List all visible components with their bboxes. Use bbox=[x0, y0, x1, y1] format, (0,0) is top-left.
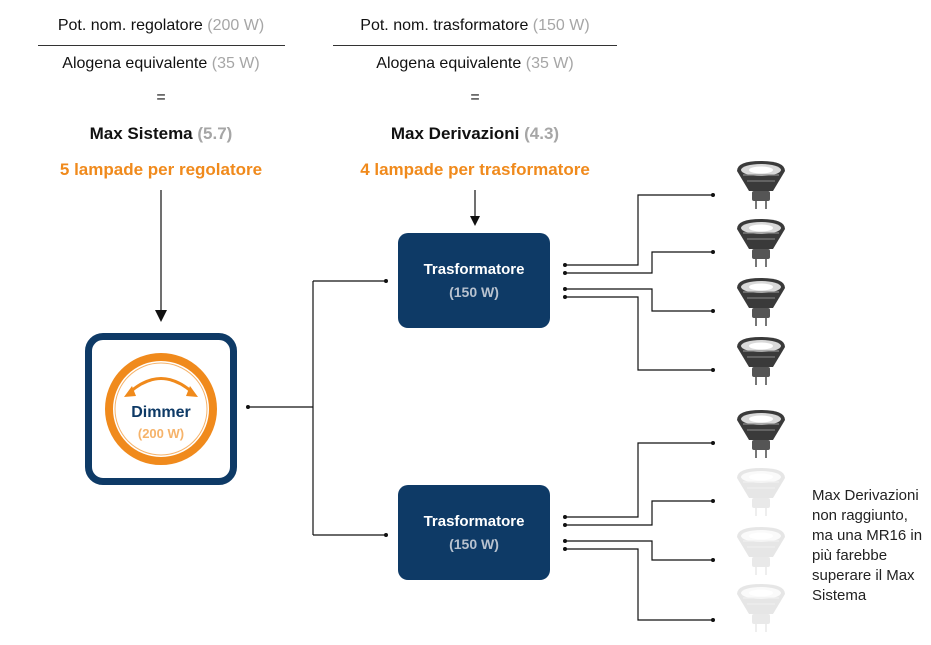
t1-output-2 bbox=[565, 251, 713, 274]
transformer-1-power: (150 W) bbox=[449, 284, 499, 300]
right-denominator-value: (35 W) bbox=[525, 55, 574, 72]
left-denominator: Alogena equivalente (35 W) bbox=[35, 55, 287, 73]
transformer-1: Trasformatore (150 W) bbox=[398, 233, 550, 328]
right-denominator-label: Alogena equivalente bbox=[376, 55, 522, 72]
left-equals: = bbox=[156, 89, 166, 106]
left-fraction-line bbox=[38, 45, 285, 46]
t2-output-3 bbox=[565, 540, 713, 561]
lamp-icon bbox=[736, 277, 786, 327]
lamp-icon bbox=[736, 409, 786, 459]
t2-output-4 bbox=[565, 548, 713, 621]
dot bbox=[384, 279, 388, 283]
t1-output-1 bbox=[565, 194, 713, 266]
right-numerator-label: Pot. nom. trasformatore bbox=[360, 17, 529, 34]
right-result: Max Derivazioni (4.3) bbox=[330, 124, 620, 144]
left-denominator-label: Alogena equivalente bbox=[62, 55, 208, 72]
dimmer-ring-icon bbox=[105, 353, 217, 465]
transformer-2-power: (150 W) bbox=[449, 536, 499, 552]
lamp-icon bbox=[736, 218, 786, 268]
t1-output-3 bbox=[565, 288, 713, 312]
transformer-2-label: Trasformatore bbox=[423, 513, 525, 530]
left-result: Max Sistema (5.7) bbox=[35, 124, 287, 144]
arrowhead-transformer bbox=[470, 216, 480, 226]
left-numerator-label: Pot. nom. regolatore bbox=[57, 17, 203, 34]
right-result-value: (4.3) bbox=[524, 124, 560, 143]
right-numerator: Pot. nom. trasformatore (150 W) bbox=[330, 17, 620, 35]
t1-output-4 bbox=[565, 296, 713, 371]
left-result-label: Max Sistema bbox=[89, 124, 193, 143]
dimmer-label: Dimmer bbox=[131, 404, 191, 421]
left-result-value: (5.7) bbox=[197, 124, 233, 143]
right-result-label: Max Derivazioni bbox=[390, 124, 520, 143]
right-denominator: Alogena equivalente (35 W) bbox=[330, 55, 620, 73]
dimmer-box: Dimmer (200 W) bbox=[85, 333, 237, 485]
transformer-1-label: Trasformatore bbox=[423, 261, 525, 278]
t2-output-1 bbox=[565, 442, 713, 518]
dimmer-power: (200 W) bbox=[137, 426, 185, 441]
dot bbox=[384, 533, 388, 537]
note-text: Max Derivazioni non raggiunto, ma una MR… bbox=[812, 487, 923, 604]
left-conclusion: 5 lampade per regolatore bbox=[59, 160, 263, 179]
left-numerator: Pot. nom. regolatore (200 W) bbox=[35, 17, 287, 35]
right-equals: = bbox=[470, 89, 480, 106]
lamp-icon bbox=[736, 336, 786, 386]
right-conclusion: 4 lampade per trasformatore bbox=[360, 160, 590, 179]
left-denominator-value: (35 W) bbox=[211, 55, 260, 72]
right-numerator-value: (150 W) bbox=[532, 17, 590, 34]
t2-output-2 bbox=[565, 500, 713, 526]
transformer-2: Trasformatore (150 W) bbox=[398, 485, 550, 580]
faded-lamp-icon bbox=[736, 467, 786, 517]
arrowhead-dimmer bbox=[155, 310, 167, 322]
left-numerator-value: (200 W) bbox=[207, 17, 265, 34]
dot bbox=[246, 405, 250, 409]
lamp-icon bbox=[736, 160, 786, 210]
faded-lamp-icon bbox=[736, 583, 786, 633]
right-fraction-line bbox=[333, 45, 617, 46]
faded-lamp-icon bbox=[736, 526, 786, 576]
